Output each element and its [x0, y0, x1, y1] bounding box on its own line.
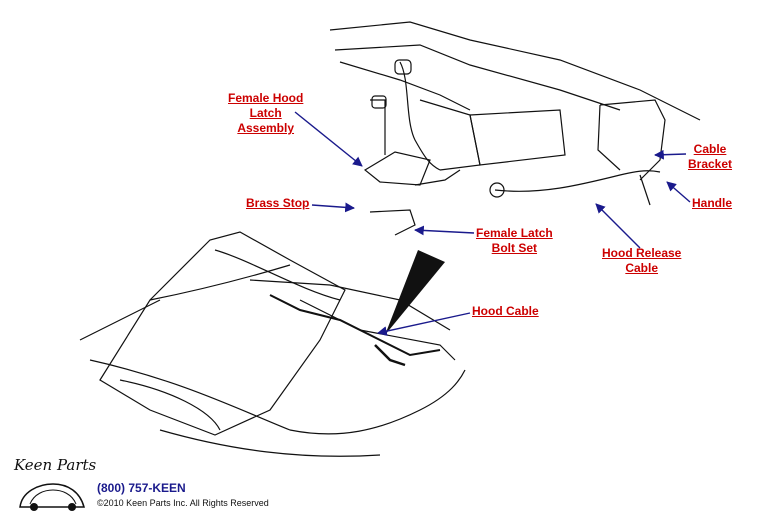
label-female-latch-bolt-set[interactable]: Female Latch Bolt Set — [476, 226, 553, 256]
label-handle[interactable]: Handle — [692, 196, 732, 211]
footer-copyright: ©2010 Keen Parts Inc. All Rights Reserve… — [97, 498, 269, 508]
label-line: Hood Release — [602, 246, 682, 260]
leader-arrows — [294, 111, 691, 336]
car-body-line-art — [79, 21, 701, 457]
label-hood-release-cable[interactable]: Hood Release Cable — [602, 246, 681, 276]
label-cable-bracket[interactable]: Cable Bracket — [688, 142, 732, 172]
label-line: Female Hood — [228, 91, 304, 105]
footer-phone: (800) 757-KEEN — [97, 481, 186, 495]
callout-wedge — [385, 250, 445, 335]
label-line: Cable — [693, 142, 727, 156]
label-line: Assembly — [237, 121, 295, 135]
label-line: Hood Cable — [472, 304, 539, 318]
label-line: Latch — [249, 106, 282, 120]
label-line: Bolt Set — [491, 241, 538, 255]
svg-text:Keen Parts: Keen Parts — [13, 456, 97, 474]
label-female-hood-latch-assembly[interactable]: Female Hood Latch Assembly — [228, 91, 303, 136]
label-line: Cable — [625, 261, 659, 275]
label-line: Female Latch — [476, 226, 553, 240]
label-line: Handle — [692, 196, 733, 210]
label-brass-stop[interactable]: Brass Stop — [246, 196, 309, 211]
keen-parts-logo: Keen Parts — [13, 456, 97, 511]
label-hood-cable[interactable]: Hood Cable — [472, 304, 539, 319]
label-line: Bracket — [688, 157, 733, 171]
label-line: Brass Stop — [246, 196, 310, 210]
